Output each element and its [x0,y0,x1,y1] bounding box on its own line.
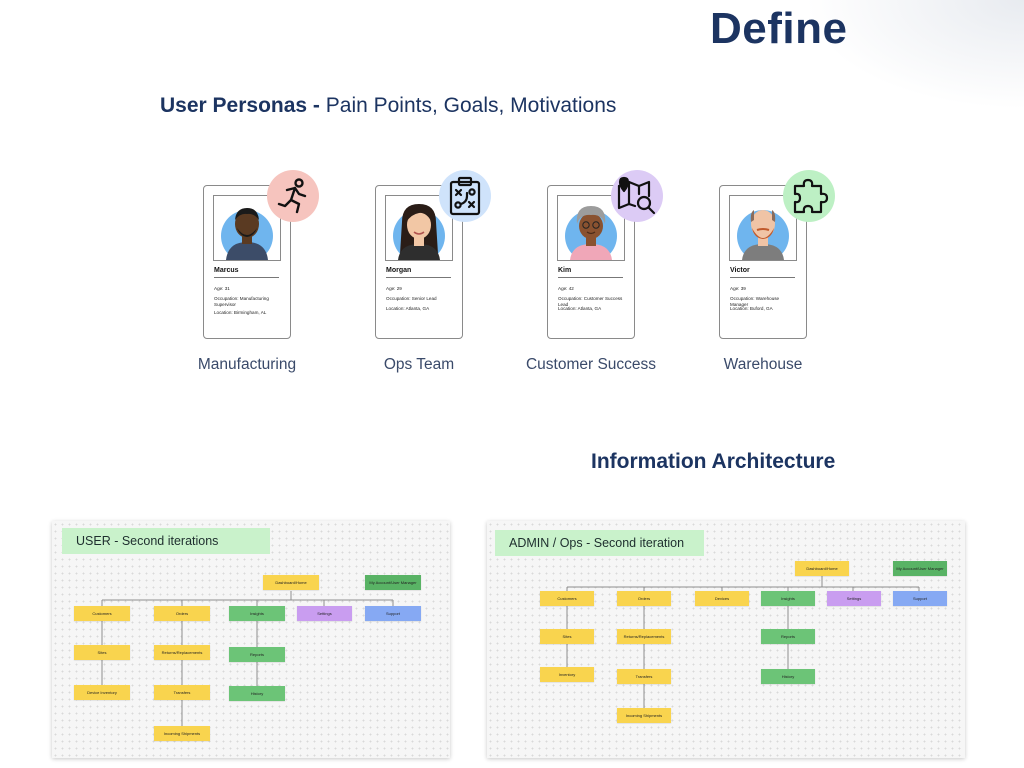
persona-label-ops-team: Ops Team [383,356,455,373]
ia-node-orders: Orders [154,606,210,621]
ia-node-account-manager: My Account/User Manager [365,575,421,590]
persona-occupation: Occupation: Customer Success Lead [558,296,623,307]
board-connectors [101,591,394,726]
ia-node-support: Support [893,591,947,606]
persona-name: Morgan [386,267,412,274]
ia-node-root: Dashboard/Home [795,561,849,576]
divider [214,277,279,278]
ia-node-customers: Customers [540,591,594,606]
corner-glow [804,0,1024,110]
persona-location: Location: Buford, GA [730,306,773,311]
ia-node-reports: Reports [761,629,815,644]
persona-location: Location: Atlanta, GA [558,306,602,311]
ia-node-device-inventory: Device Inventory [74,685,130,700]
ia-node-incoming-shipments: Incoming Shipments [617,708,671,723]
ia-node-root: Dashboard/Home [263,575,319,590]
divider [386,277,451,278]
ia-node-returns: Returns/Replacements [617,629,671,644]
ia-node-history: History [761,669,815,684]
ia-node-insights: Insights [761,591,815,606]
board-connectors [566,576,920,708]
ia-node-orders: Orders [617,591,671,606]
personas-heading-bold: User Personas - [160,94,320,117]
ia-node-incoming-shipments: Incoming Shipments [154,726,210,741]
persona-occupation: Occupation: Manufacturing Supervisor [214,296,269,307]
ia-node-settings: Settings [297,606,352,621]
ia-node-customers: Customers [74,606,130,621]
avatar [729,195,797,261]
ia-node-transfers: Transfers [154,685,210,700]
persona-location: Location: Atlanta, GA [386,306,430,311]
map-search-icon [611,170,663,222]
ia-node-insights: Insights [229,606,285,621]
ia-heading: Information Architecture [591,450,836,473]
running-person-icon [267,170,319,222]
personas-heading-rest: Pain Points, Goals, Motivations [319,94,617,117]
persona-location: Location: Birmingham, AL [214,310,267,315]
ia-node-inventory: Inventory [540,667,594,682]
persona-age: Age: 39 [730,286,746,291]
persona-age: Age: 42 [558,286,574,291]
persona-age: Age: 31 [214,286,230,291]
persona-name: Kim [558,267,572,274]
persona-label-customer-success: Customer Success [525,356,657,373]
persona-occupation: Occupation: Senior Lead [386,296,437,301]
strategy-clipboard-icon [439,170,491,222]
page-title: Define [710,4,848,53]
personas-heading: User Personas - Pain Points, Goals, Moti… [160,94,616,118]
ia-node-transfers: Transfers [617,669,671,684]
ia-board-admin: ADMIN / Ops - Second iteration Dashboard… [487,521,965,758]
avatar [385,195,453,261]
persona-label-warehouse: Warehouse [723,356,803,373]
divider [730,277,795,278]
avatar [213,195,281,261]
puzzle-piece-icon [783,170,835,222]
ia-board-user: USER - Second iterations Dashboard/Home … [52,521,450,758]
ia-node-support: Support [365,606,421,621]
persona-name: Victor [730,267,750,274]
ia-node-reports: Reports [229,647,285,662]
ia-node-settings: Settings [827,591,881,606]
ia-node-sites: Sites [540,629,594,644]
persona-name: Marcus [214,267,239,274]
persona-card-frame: Kim Age: 42 Occupation: Customer Success… [547,185,635,339]
ia-node-devices: Devices [695,591,749,606]
board-title: USER - Second iterations [62,528,270,554]
ia-node-history: History [229,686,285,701]
persona-occupation: Occupation: Warehouse Manager [730,296,780,307]
persona-age: Age: 29 [386,286,402,291]
persona-label-manufacturing: Manufacturing [197,356,297,373]
ia-node-returns: Returns/Replacements [154,645,210,660]
ia-node-sites: Sites [74,645,130,660]
ia-node-account-manager: My Account/User Manager [893,561,947,576]
divider [558,277,623,278]
board-title: ADMIN / Ops - Second iteration [495,530,704,556]
